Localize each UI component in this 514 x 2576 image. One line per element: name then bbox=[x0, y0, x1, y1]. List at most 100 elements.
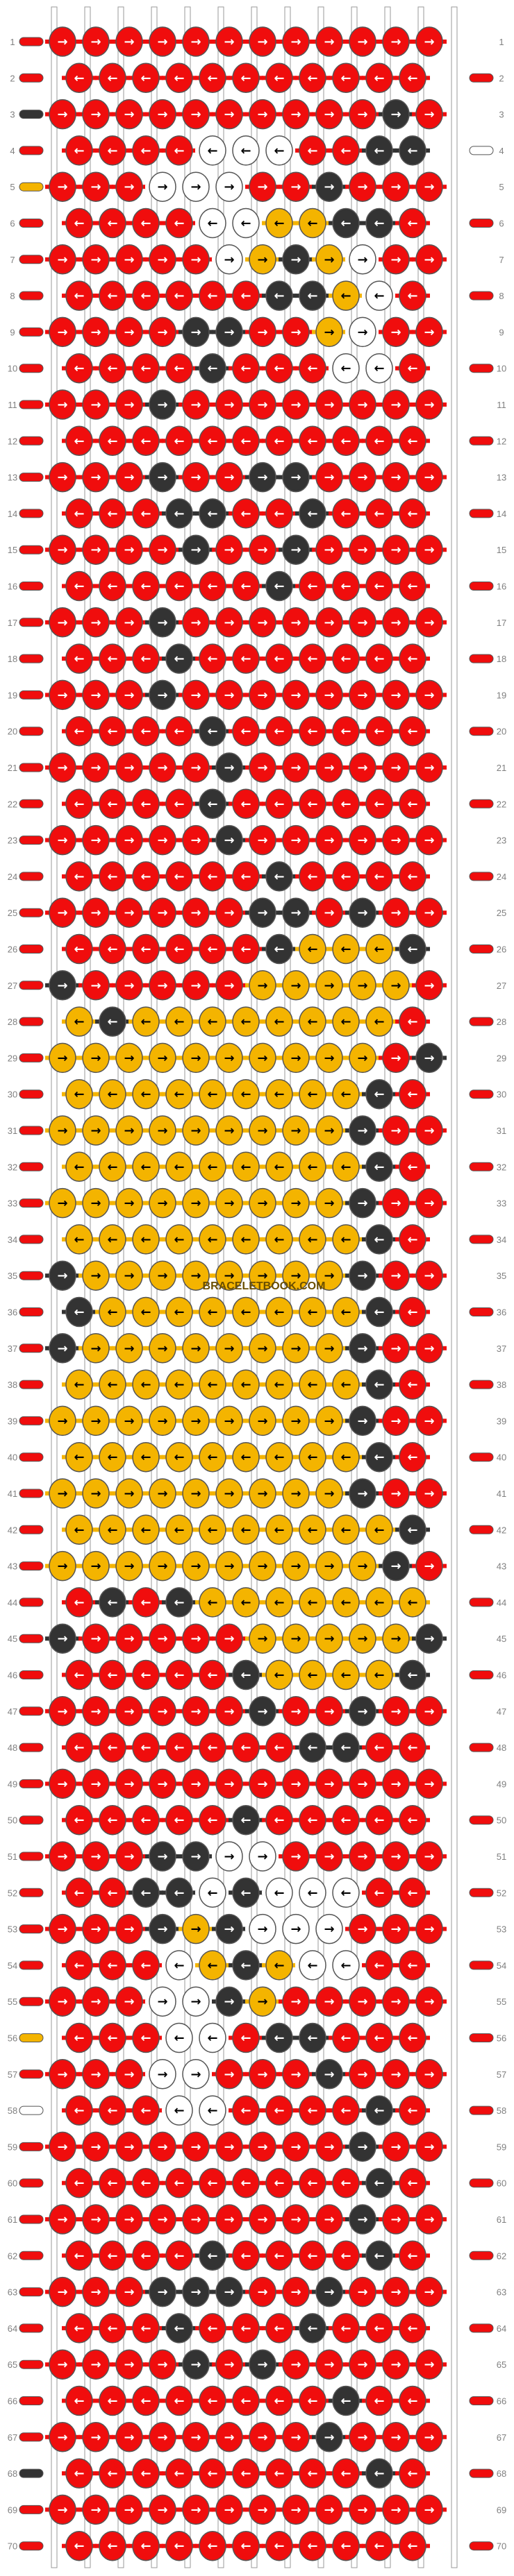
knot: ← bbox=[395, 2313, 430, 2344]
knot: → bbox=[145, 679, 180, 711]
knot-arrow-icon: → bbox=[257, 1269, 267, 1283]
knot-arrow-icon: ← bbox=[274, 1886, 284, 1900]
knot: ← bbox=[362, 715, 397, 747]
row-label-left: 58 bbox=[8, 2105, 17, 2116]
knot: → bbox=[145, 244, 180, 275]
knot: ← bbox=[395, 788, 430, 820]
row-label-left: 4 bbox=[10, 146, 15, 156]
knot-arrow-icon: → bbox=[157, 108, 167, 122]
knot-arrow-icon: → bbox=[224, 761, 234, 775]
row-label-right: 28 bbox=[497, 1017, 506, 1027]
knot: → bbox=[379, 1115, 413, 1146]
knot: → bbox=[412, 2494, 447, 2525]
knot: → bbox=[412, 1187, 447, 1219]
knot-arrow-icon: → bbox=[190, 325, 201, 339]
knot-arrow-icon: → bbox=[190, 180, 201, 194]
knot-arrow-icon: ← bbox=[307, 1886, 317, 1900]
knot-arrow-icon: ← bbox=[307, 71, 317, 85]
knot: ← bbox=[195, 1006, 230, 1037]
knot: → bbox=[145, 1042, 180, 1074]
knot: ← bbox=[229, 207, 263, 239]
knot: → bbox=[78, 679, 113, 711]
knot-arrow-icon: ← bbox=[74, 1450, 84, 1465]
knot-arrow-icon: ← bbox=[340, 2321, 351, 2336]
knot-arrow-icon: → bbox=[290, 1269, 301, 1283]
knot: ← bbox=[395, 2022, 430, 2053]
knot: ← bbox=[329, 353, 363, 384]
knot: ← bbox=[95, 2095, 130, 2126]
knot-arrow-icon: ← bbox=[374, 507, 384, 521]
knot-arrow-icon: ← bbox=[340, 1015, 351, 1029]
knot-arrow-icon: → bbox=[424, 688, 434, 702]
knot: ← bbox=[362, 2240, 397, 2271]
knot: → bbox=[179, 679, 213, 711]
knot: ← bbox=[395, 62, 430, 94]
row-label-right: 9 bbox=[499, 327, 504, 337]
string-pin-left bbox=[19, 73, 44, 83]
knot-arrow-icon: ← bbox=[207, 434, 217, 448]
knot: → bbox=[345, 99, 380, 130]
knot-arrow-icon: ← bbox=[74, 1595, 84, 1610]
knot: ← bbox=[262, 1078, 297, 1110]
knot: ← bbox=[62, 788, 97, 820]
knot-arrow-icon: ← bbox=[274, 1813, 284, 1828]
knot-arrow-icon: → bbox=[190, 398, 201, 412]
row-label-left: 27 bbox=[8, 981, 17, 991]
knot: ← bbox=[395, 2385, 430, 2416]
knot: → bbox=[379, 1478, 413, 1509]
knot-arrow-icon: → bbox=[224, 1559, 234, 1574]
knot: → bbox=[279, 316, 313, 348]
knot: → bbox=[312, 970, 347, 1001]
knot-arrow-icon: ← bbox=[107, 724, 117, 739]
knot: ← bbox=[395, 425, 430, 457]
knot: ← bbox=[195, 425, 230, 457]
knot-arrow-icon: ← bbox=[107, 652, 117, 666]
knot: → bbox=[379, 1550, 413, 1582]
knot-arrow-icon: → bbox=[390, 180, 401, 194]
knot: → bbox=[145, 1115, 180, 1146]
row-label-left: 40 bbox=[8, 1452, 17, 1463]
knot: ← bbox=[329, 570, 363, 602]
knot-arrow-icon: → bbox=[57, 1341, 67, 1356]
knot: ← bbox=[329, 2458, 363, 2489]
knot-arrow-icon: → bbox=[90, 2430, 101, 2445]
row-label-right: 15 bbox=[497, 545, 506, 555]
string-pin-right bbox=[469, 364, 494, 373]
knot-arrow-icon: → bbox=[157, 2067, 167, 2082]
knot-arrow-icon: → bbox=[390, 1341, 401, 1356]
knot-arrow-icon: → bbox=[157, 1559, 167, 1574]
knot: ← bbox=[329, 1877, 363, 1908]
row-label-right: 1 bbox=[499, 37, 504, 47]
knot-arrow-icon: → bbox=[157, 2430, 167, 2445]
string-pin-left bbox=[19, 690, 44, 700]
knot: ← bbox=[229, 1224, 263, 1255]
knot: ← bbox=[262, 788, 297, 820]
knot: → bbox=[279, 389, 313, 420]
knot: ← bbox=[395, 861, 430, 892]
knot-arrow-icon: ← bbox=[274, 797, 284, 811]
knot-arrow-icon: → bbox=[357, 398, 367, 412]
knot: → bbox=[279, 1260, 313, 1291]
knot-arrow-icon: ← bbox=[174, 579, 184, 594]
knot-arrow-icon: → bbox=[424, 108, 434, 122]
knot: ← bbox=[162, 1877, 197, 1908]
row-label-right: 51 bbox=[497, 1852, 506, 1862]
knot-arrow-icon: → bbox=[157, 253, 167, 267]
knot-arrow-icon: → bbox=[357, 2139, 367, 2154]
knot-arrow-icon: → bbox=[157, 688, 167, 702]
knot: → bbox=[245, 2276, 280, 2307]
knot-arrow-icon: → bbox=[57, 616, 67, 630]
knot: → bbox=[279, 1405, 313, 1437]
knot-arrow-icon: ← bbox=[407, 724, 417, 739]
knot-arrow-icon: ← bbox=[174, 2539, 184, 2554]
knot: → bbox=[45, 99, 80, 130]
knot-arrow-icon: ← bbox=[274, 870, 284, 884]
knot-arrow-icon: → bbox=[90, 398, 101, 412]
knot: → bbox=[412, 99, 447, 130]
knot: → bbox=[379, 897, 413, 928]
knot: → bbox=[212, 1768, 247, 1799]
knot-arrow-icon: → bbox=[257, 1777, 267, 1791]
knot: ← bbox=[262, 1514, 297, 1545]
knot: → bbox=[412, 1768, 447, 1799]
knot: ← bbox=[329, 2167, 363, 2198]
